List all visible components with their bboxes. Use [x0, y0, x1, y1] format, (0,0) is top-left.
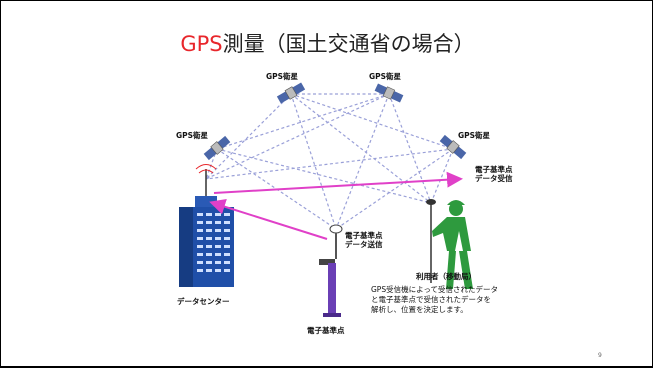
satellite-label: GPS衛星	[369, 72, 402, 81]
slide-title: GPS測量（国土交通省の場合）	[1, 28, 653, 58]
reference-station-label: 電子基準点	[307, 326, 345, 335]
receive-label: 電子基準点 データ受信	[475, 165, 513, 183]
title-rest: 測量（国土交通省の場合）	[222, 32, 475, 56]
receive-label-line1: 電子基準点	[475, 165, 513, 174]
send-arrow	[209, 198, 328, 240]
receive-arrow	[213, 171, 463, 194]
satellite-icon	[276, 82, 306, 104]
satellite-icon	[203, 135, 231, 161]
satellite-icon	[439, 134, 467, 160]
satellite-label: GPS衛星	[458, 131, 491, 140]
building-windows	[197, 213, 230, 272]
send-label: 電子基準点 データ送信	[345, 231, 383, 249]
send-label-line2: データ送信	[345, 240, 383, 249]
reference-station-icon	[319, 224, 343, 317]
page-number: 9	[598, 352, 602, 359]
satellite-label: GPS衛星	[176, 131, 209, 140]
signal-lines	[205, 93, 454, 230]
user-label: 利用者（移動局）	[416, 272, 476, 281]
satellite-label: GPS衛星	[266, 72, 299, 81]
data-center-building-icon	[179, 164, 234, 287]
send-label-line1: 電子基準点	[345, 231, 383, 240]
title-highlight: GPS	[180, 32, 223, 56]
surveyor-person-icon	[426, 199, 473, 289]
description-text: GPS受信機によって受信されたデータ と電子基準点で受信されたデータを 解析し、…	[371, 285, 498, 314]
data-center-label: データセンター	[177, 297, 230, 306]
satellite-icon	[374, 83, 404, 103]
receive-label-line2: データ受信	[475, 174, 513, 183]
